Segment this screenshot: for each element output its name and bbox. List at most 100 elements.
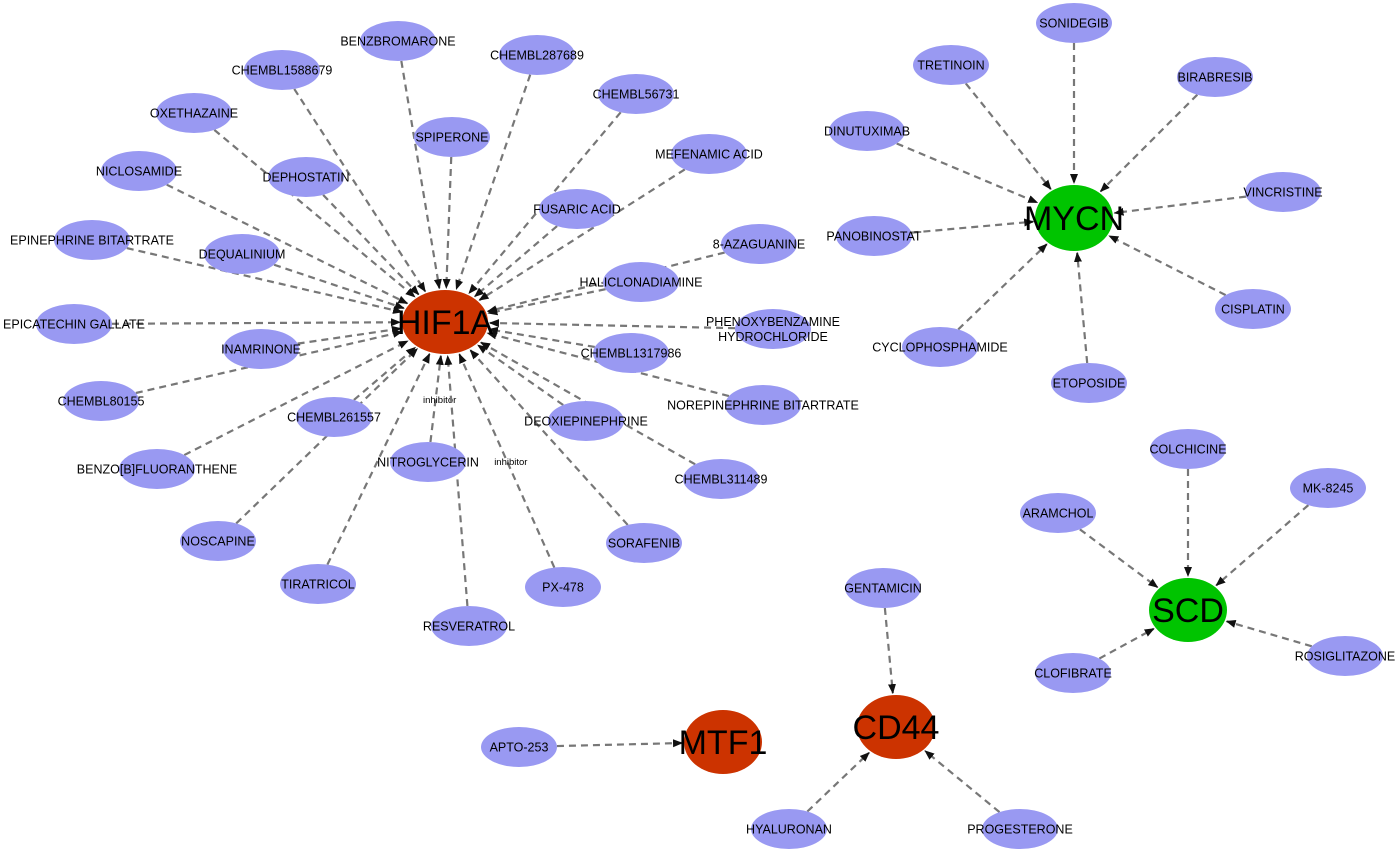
drug-node-shape: [1245, 172, 1321, 212]
drug-node-spiperone[interactable]: SPIPERONE: [414, 117, 490, 157]
drug-node-sonidegib[interactable]: SONIDEGIB: [1036, 3, 1112, 43]
drug-node-shape: [902, 327, 978, 367]
target-node-mtf1[interactable]: MTF1: [679, 710, 768, 774]
edge-chembl287689-to-hif1a: [455, 74, 532, 291]
edge-dephostatin-to-hif1a: [322, 194, 420, 296]
drug-node-noscapine[interactable]: NOSCAPINE: [180, 521, 256, 561]
drug-label: ETOPOSIDE: [1053, 377, 1126, 391]
drug-node-shape: [829, 111, 905, 151]
drug-node-shape: [36, 304, 112, 344]
drug-node-shape: [751, 809, 827, 849]
drug-node-shape: [63, 381, 139, 421]
drug-node-nitroglycerin[interactable]: NITROGLYCERIN: [377, 442, 479, 482]
drug-node-shape: [54, 220, 130, 260]
drug-node-chembl56731[interactable]: CHEMBL56731: [593, 74, 680, 114]
drug-label: DEPHOSTATIN: [262, 171, 349, 185]
drug-node-shape: [360, 21, 436, 61]
drug-node-haliclonadiamine[interactable]: HALICLONADIAMINE: [580, 262, 703, 302]
drug-node-birabresib[interactable]: BIRABRESIB: [1177, 57, 1253, 97]
drug-node-epicatechin[interactable]: EPICATECHIN GALLATE: [3, 304, 145, 344]
target-node-hif1a[interactable]: HIF1A: [397, 290, 494, 354]
drug-node-cisplatin[interactable]: CISPLATIN: [1215, 289, 1291, 329]
drug-node-chembl261557[interactable]: CHEMBL261557: [287, 397, 381, 437]
drug-node-panobinostat[interactable]: PANOBINOSTAT: [826, 216, 922, 256]
edge-hyaluronan-to-cd44: [806, 751, 870, 813]
drug-node-benzbromarone[interactable]: BENZBROMARONE: [340, 21, 456, 61]
drug-node-resveratrol[interactable]: RESVERATROL: [423, 606, 515, 646]
target-node-shape: [857, 695, 935, 759]
drug-node-mk8245[interactable]: MK-8245: [1290, 468, 1366, 508]
drug-node-shape: [735, 309, 811, 349]
drug-label: NICLOSAMIDE: [96, 165, 182, 179]
drug-node-benzofluoranthene[interactable]: BENZO[B]FLUORANTHENE: [77, 449, 237, 489]
edge-progesterone-to-cd44: [924, 750, 1001, 814]
drug-node-rosiglitazone[interactable]: ROSIGLITAZONE: [1295, 636, 1395, 676]
drug-label: DINUTUXIMAB: [824, 125, 910, 139]
drug-label: CHEMBL261557: [287, 411, 381, 425]
drug-label: PANOBINOSTAT: [826, 230, 922, 244]
drug-label: COLCHICINE: [1149, 443, 1226, 457]
drug-node-dinutuximab[interactable]: DINUTUXIMAB: [824, 111, 910, 151]
drug-node-tiratricol[interactable]: TIRATRICOL: [280, 564, 356, 604]
drug-node-cyclophosphamide[interactable]: CYCLOPHOSPHAMIDE: [872, 327, 1008, 367]
drug-node-chembl80155[interactable]: CHEMBL80155: [58, 381, 145, 421]
drug-node-shape: [845, 568, 921, 608]
drug-node-chembl287689[interactable]: CHEMBL287689: [490, 35, 584, 75]
drug-node-chembl1588679[interactable]: CHEMBL1588679: [232, 50, 333, 90]
drug-node-epinephrine[interactable]: EPINEPHRINE BITARTRATE: [10, 220, 174, 260]
target-node-scd[interactable]: SCD: [1149, 578, 1227, 642]
drug-label: BIRABRESIB: [1177, 71, 1252, 85]
drug-node-shape: [1177, 57, 1253, 97]
target-label: SCD: [1152, 592, 1224, 630]
target-node-cd44[interactable]: CD44: [853, 695, 940, 759]
drug-node-sorafenib[interactable]: SORAFENIB: [606, 523, 682, 563]
drug-node-inamrinone[interactable]: INAMRINONE: [221, 329, 301, 369]
drug-node-shape: [836, 216, 912, 256]
drug-node-shape: [204, 234, 280, 274]
drug-label: 8-AZAGUANINE: [713, 238, 805, 252]
drug-node-hyaluronan[interactable]: HYALURONAN: [746, 809, 832, 849]
drug-node-dequalinium[interactable]: DEQUALINIUM: [199, 234, 286, 274]
edge-inamrinone-to-hif1a: [297, 325, 402, 345]
drug-node-shape: [982, 809, 1058, 849]
drug-node-gentamicin[interactable]: GENTAMICIN: [844, 568, 922, 608]
drug-label: TRETINOIN: [917, 59, 984, 73]
drug-node-colchicine[interactable]: COLCHICINE: [1149, 429, 1227, 469]
drug-node-clofibrate[interactable]: CLOFIBRATE: [1034, 653, 1112, 693]
drug-node-mefenamic[interactable]: MEFENAMIC ACID: [655, 134, 763, 174]
drug-label: PROGESTERONE: [967, 823, 1073, 837]
drug-node-chembl1317986[interactable]: CHEMBL1317986: [581, 333, 682, 373]
drug-node-dephostatin[interactable]: DEPHOSTATIN: [262, 157, 350, 197]
drug-node-shape: [725, 385, 801, 425]
drug-node-etoposide[interactable]: ETOPOSIDE: [1051, 363, 1127, 403]
drug-label: DEQUALINIUM: [199, 248, 286, 262]
drug-node-shape: [481, 727, 557, 767]
drug-node-shape: [1035, 653, 1111, 693]
edge-birabresib-to-mycn: [1099, 93, 1199, 193]
drug-node-oxethazaine[interactable]: OXETHAZAINE: [150, 93, 238, 133]
edge-aramchol-to-scd: [1079, 528, 1159, 589]
drug-node-deoxiepinephrine[interactable]: DEOXIEPINEPHRINE: [524, 401, 648, 441]
drug-node-chembl311489[interactable]: CHEMBL311489: [675, 459, 768, 499]
drug-node-niclosamide[interactable]: NICLOSAMIDE: [96, 151, 182, 191]
drug-label: TIRATRICOL: [281, 578, 354, 592]
drug-node-norepinephrine[interactable]: NOREPINEPHRINE BITARTRATE: [667, 385, 859, 425]
drug-node-apto253[interactable]: APTO-253: [481, 727, 557, 767]
drug-label: CHEMBL287689: [490, 49, 584, 63]
drug-node-azaguanine[interactable]: 8-AZAGUANINE: [713, 224, 805, 264]
drug-node-shape: [671, 134, 747, 174]
drug-node-aramchol[interactable]: ARAMCHOL: [1020, 493, 1096, 533]
drug-label: NOSCAPINE: [181, 535, 255, 549]
drug-node-fusaric[interactable]: FUSARIC ACID: [533, 189, 621, 229]
edge-chembl1588679-to-hif1a: [293, 88, 427, 293]
edge-chembl56731-to-hif1a: [468, 111, 622, 295]
drug-label: CHEMBL80155: [58, 395, 145, 409]
edge-tretinoin-to-mycn: [964, 82, 1052, 190]
drug-node-tretinoin[interactable]: TRETINOIN: [913, 45, 989, 85]
drug-node-vincristine[interactable]: VINCRISTINE: [1243, 172, 1323, 212]
target-node-mycn[interactable]: MYCN: [1024, 185, 1124, 251]
drug-node-px478[interactable]: PX-478: [525, 567, 601, 607]
drug-node-progesterone[interactable]: PROGESTERONE: [967, 809, 1073, 849]
drug-label: PX-478: [542, 581, 584, 595]
